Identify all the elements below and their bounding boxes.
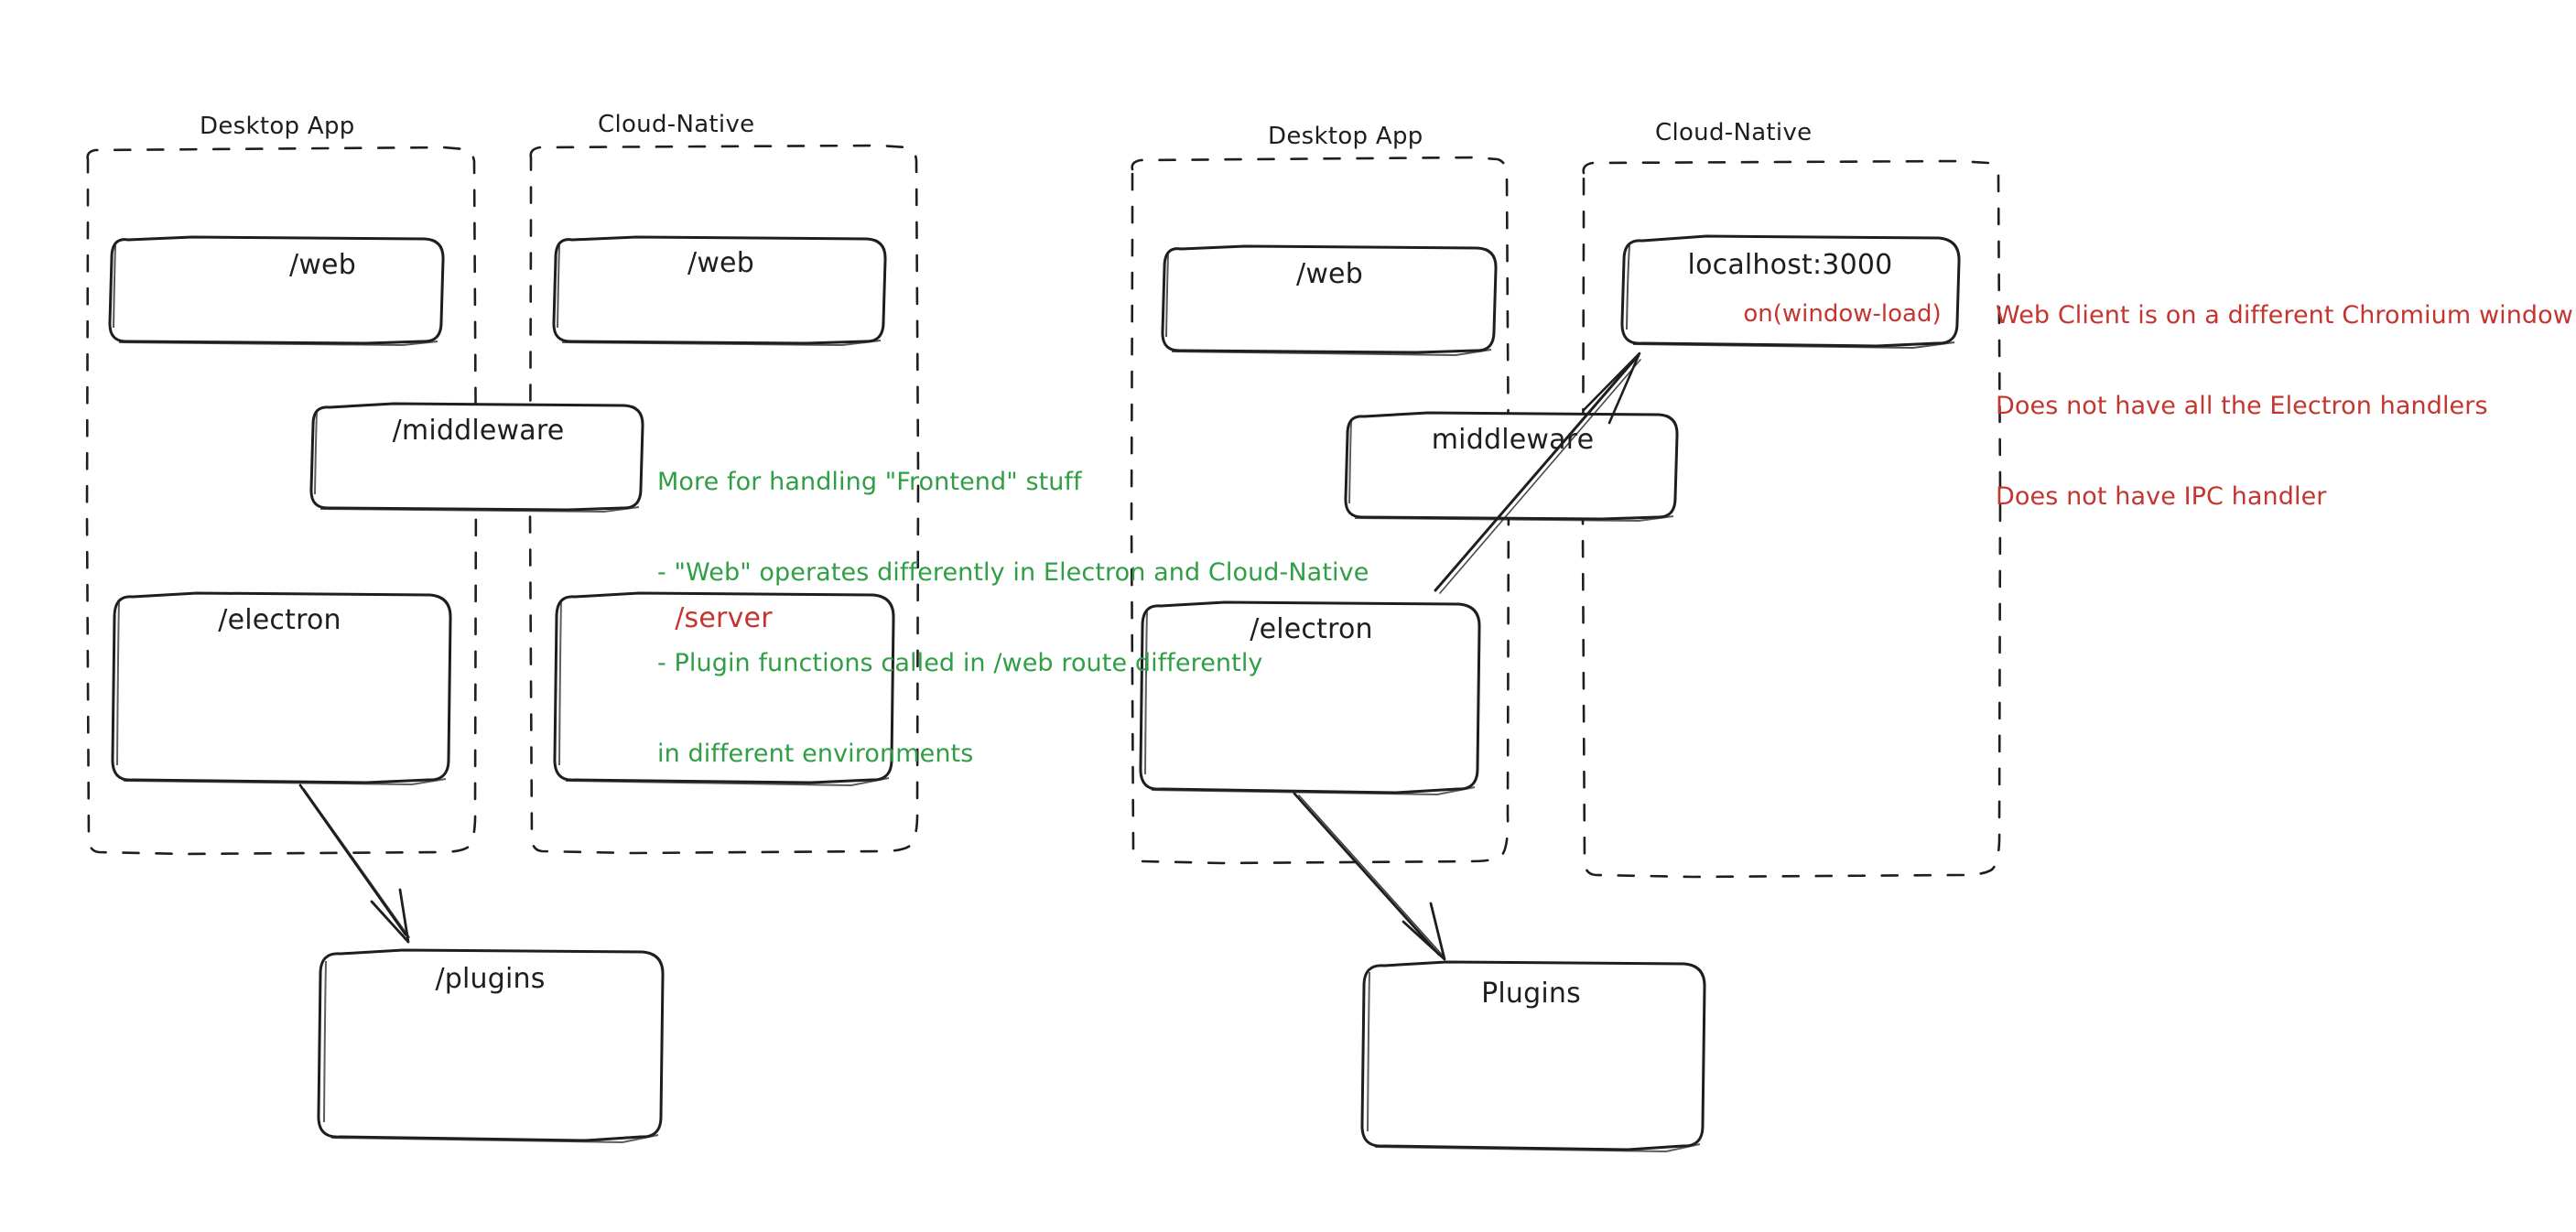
annotation-red-line-1: Web Client is on a different Chromium wi… (1996, 301, 2573, 330)
node-right-plugins[interactable] (1360, 960, 1706, 1153)
node-left-cloud-web[interactable] (552, 235, 887, 347)
group-left-cloud-native[interactable] (528, 144, 920, 855)
group-right-desktop-app[interactable] (1130, 156, 1510, 865)
node-left-electron[interactable] (111, 591, 452, 786)
node-sublabel-right-localhost: on(window-load) (1743, 300, 1942, 328)
node-right-localhost[interactable] (1620, 234, 1961, 350)
node-right-middleware[interactable] (1344, 411, 1679, 523)
annotation-green-line-4: in different environments (657, 740, 974, 768)
group-right-cloud-native[interactable] (1581, 159, 2002, 879)
node-left-plugins[interactable] (317, 948, 665, 1144)
node-right-desktop-web[interactable] (1161, 244, 1498, 357)
group-title-left-cloud-native: Cloud-Native (598, 111, 755, 138)
group-title-left-desktop-app: Desktop App (200, 113, 355, 140)
node-left-desktop-web[interactable] (108, 235, 445, 347)
group-title-right-desktop-app: Desktop App (1268, 123, 1423, 150)
node-left-server[interactable] (553, 591, 895, 787)
annotation-green-line-2: - "Web" operates differently in Electron… (657, 558, 1369, 587)
node-left-middleware[interactable] (309, 402, 644, 513)
annotation-red-line-3: Does not have IPC handler (1996, 482, 2327, 511)
arrow-right-electron-to-localhost (1434, 351, 1641, 594)
group-title-right-cloud-native: Cloud-Native (1655, 119, 1813, 146)
annotation-green-line-1: More for handling "Frontend" stuff (657, 468, 1082, 496)
node-right-electron[interactable] (1139, 600, 1481, 796)
group-left-desktop-app[interactable] (85, 146, 478, 856)
annotation-red-line-2: Does not have all the Electron handlers (1996, 392, 2488, 420)
annotation-red-note: Web Client is on a different Chromium wi… (1996, 240, 2573, 542)
annotation-green-note: More for handling "Frontend" stuff - "We… (657, 406, 1369, 799)
arrow-right-electron-to-plugins (1293, 792, 1446, 961)
arrow-left-electron-to-plugins (298, 784, 410, 944)
annotation-green-line-3: - Plugin functions called in /web route … (657, 649, 1263, 677)
